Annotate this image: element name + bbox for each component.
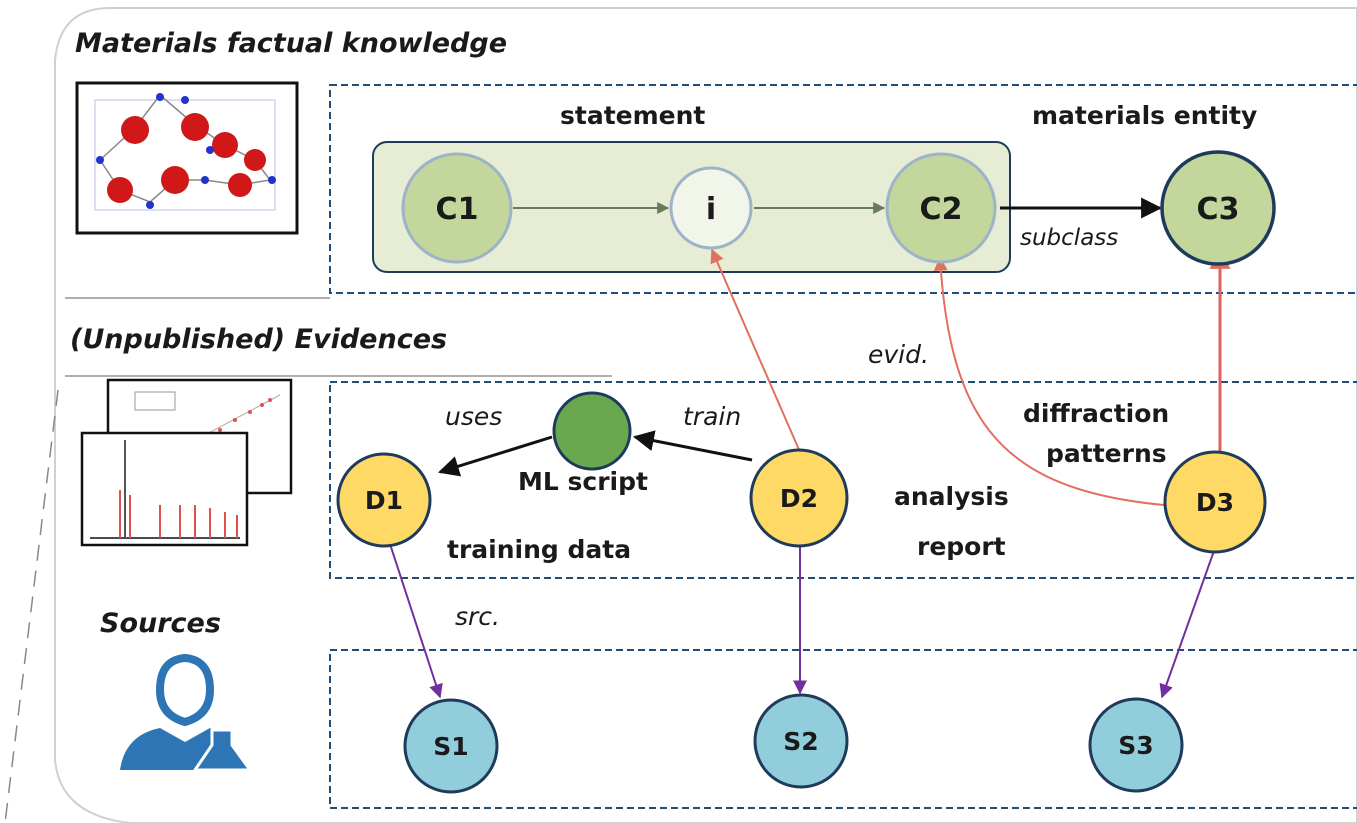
label-ml-script: ML script <box>518 467 648 496</box>
node-s1: S1 <box>403 698 499 794</box>
section-title-evidences: (Unpublished) Evidences <box>70 324 447 355</box>
svg-text:S3: S3 <box>1118 731 1153 760</box>
node-d1: D1 <box>336 452 432 548</box>
edge-d3-s3 <box>1159 547 1216 699</box>
edge-ml-d1 <box>437 435 553 477</box>
label-uses: uses <box>445 402 502 431</box>
label-src: src. <box>455 602 500 631</box>
label-report: report <box>917 532 1006 561</box>
section-title-sources: Sources <box>100 608 221 639</box>
pointer-line <box>4 389 59 823</box>
node-s2: S2 <box>753 693 849 789</box>
svg-text:S2: S2 <box>783 727 818 756</box>
evidences-dashed-box <box>329 381 1357 579</box>
edge-d1-s1 <box>389 543 443 699</box>
statement-header: statement <box>560 101 705 130</box>
svg-text:i: i <box>706 192 716 227</box>
edge-d2-ml <box>632 430 753 462</box>
svg-text:C2: C2 <box>920 192 963 227</box>
node-c3: C3 <box>1160 150 1276 266</box>
materials-entity-header: materials entity <box>1032 101 1257 130</box>
label-patterns: patterns <box>1046 439 1167 468</box>
label-analysis: analysis <box>894 482 1009 511</box>
svg-text:C3: C3 <box>1197 192 1240 227</box>
node-c1: C1 <box>401 152 513 264</box>
factual-dashed-box <box>329 84 1357 294</box>
label-evid: evid. <box>868 340 929 369</box>
node-d2: D2 <box>749 448 849 548</box>
label-train: train <box>683 402 741 431</box>
label-diffraction: diffraction <box>1023 399 1169 428</box>
molecule-thumbnail <box>75 81 299 235</box>
svg-text:D2: D2 <box>780 484 818 513</box>
svg-text:D3: D3 <box>1196 488 1234 517</box>
plot-thumbnails <box>80 378 293 547</box>
label-training-data: training data <box>447 535 631 564</box>
node-c2: C2 <box>885 152 997 264</box>
node-s3: S3 <box>1088 697 1184 793</box>
node-i: i <box>669 166 753 250</box>
node-d3: D3 <box>1163 450 1267 554</box>
node-ml-script <box>552 391 632 471</box>
label-subclass: subclass <box>1020 225 1118 251</box>
svg-text:S1: S1 <box>433 732 468 761</box>
edge-d3-c2 <box>933 256 1165 506</box>
edge-d2-i <box>710 248 801 453</box>
section-title-factual: Materials factual knowledge <box>75 28 507 59</box>
svg-text:D1: D1 <box>365 486 403 515</box>
researcher-icon <box>120 653 253 772</box>
svg-text:C1: C1 <box>436 192 479 227</box>
